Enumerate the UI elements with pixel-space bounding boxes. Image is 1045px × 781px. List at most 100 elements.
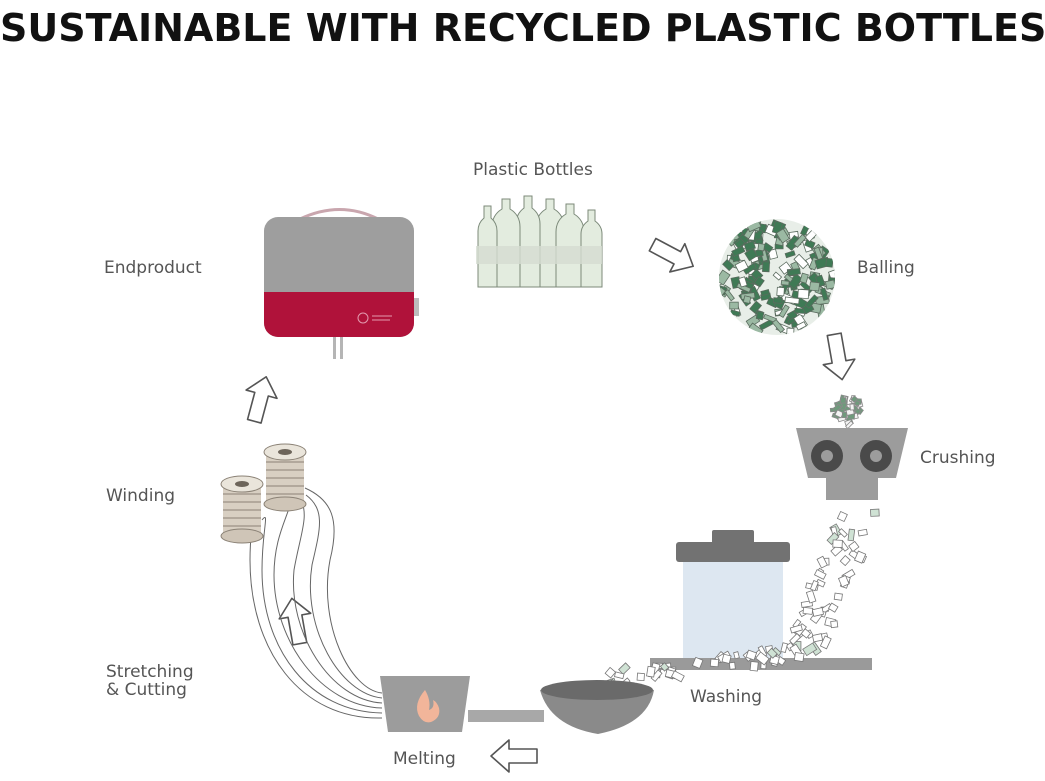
label-endproduct: Endproduct [104, 258, 202, 278]
plastic-flake [729, 301, 739, 310]
plastic-flake [749, 661, 759, 672]
plastic-flake [850, 395, 858, 403]
plastic-flake [778, 304, 790, 318]
plastic-flake [780, 279, 790, 286]
plastic-flake [802, 642, 818, 657]
plastic-flake [849, 403, 855, 411]
plastic-flake [786, 327, 795, 335]
plastic-flake [757, 242, 766, 252]
plastic-flake [733, 651, 740, 660]
label-washing: Washing [690, 687, 763, 707]
plastic-flake [776, 286, 785, 297]
plastic-flake [618, 662, 631, 675]
plastic-flake [766, 647, 778, 659]
plastic-flake [788, 267, 801, 277]
plastic-flake [783, 273, 794, 283]
balling-illustration [719, 219, 835, 335]
crushing-machine [796, 394, 908, 500]
plastic-flake [744, 247, 758, 262]
plastic-flake [795, 321, 807, 331]
threads-illustration [243, 487, 383, 719]
plastic-flake [784, 296, 800, 305]
plastic-flake [745, 649, 758, 661]
plastic-flake [830, 620, 839, 629]
plastic-flake [854, 400, 861, 407]
plastic-flake [854, 550, 867, 564]
plastic-flake [809, 579, 819, 592]
plastic-flake [802, 606, 814, 615]
plastic-flake [797, 288, 810, 300]
plastic-flake [650, 669, 663, 682]
arrow-bottles-to-balling [648, 237, 694, 273]
plastic-flake [734, 259, 749, 273]
plastic-flake [809, 281, 821, 292]
plastic-flake [832, 403, 842, 413]
plastic-flake [742, 295, 752, 304]
plastic-flake [636, 672, 645, 682]
plastic-flake [772, 271, 783, 281]
plastic-flake [721, 653, 732, 664]
plastic-flake [758, 319, 774, 331]
plastic-flake [731, 245, 746, 257]
plastic-flake [780, 642, 788, 653]
melting-illustration [380, 676, 654, 734]
plastic-flake [832, 539, 843, 548]
plastic-flake [811, 607, 825, 617]
washing-tank [650, 530, 872, 670]
plastic-bottles-illustration [476, 195, 603, 288]
plastic-flake [841, 411, 847, 418]
plastic-flake [836, 510, 848, 523]
plastic-flake [805, 589, 817, 604]
plastic-flake [813, 246, 824, 261]
plastic-flake [789, 624, 803, 634]
label-stretching-line1: Stretching [106, 662, 194, 682]
plastic-flake [824, 279, 835, 290]
plastic-flake [800, 628, 812, 639]
plastic-flake [753, 276, 765, 288]
label-winding: Winding [106, 486, 176, 506]
plastic-flake [793, 233, 807, 248]
plastic-flake [816, 555, 828, 569]
plastic-flake [755, 651, 770, 666]
plastic-flake [738, 276, 748, 288]
label-crushing: Crushing [920, 448, 996, 468]
plastic-flake [847, 528, 856, 542]
plastic-flake [793, 652, 805, 662]
plastic-flake [760, 289, 771, 297]
plastic-flake [804, 294, 819, 309]
plastic-flake [839, 555, 851, 567]
plastic-flake [775, 228, 790, 244]
plastic-flake [819, 635, 832, 650]
plastic-flake [825, 257, 834, 268]
plastic-flake [814, 274, 826, 288]
plastic-flake [848, 540, 860, 553]
plastic-flake [838, 528, 848, 538]
arrow-balling-to-crushing [822, 332, 856, 381]
spools-illustration [220, 443, 307, 544]
plastic-flake [793, 253, 809, 270]
plastic-flake [742, 262, 757, 275]
plastic-flake [728, 661, 736, 670]
label-plastic-bottles: Plastic Bottles [473, 160, 593, 180]
endproduct-bag [264, 208, 419, 359]
plastic-flake [604, 666, 617, 679]
plastic-flake [845, 420, 854, 430]
plastic-flake [837, 575, 850, 588]
label-balling: Balling [857, 258, 915, 278]
plastic-flake [724, 289, 735, 302]
plastic-flake [799, 272, 809, 284]
plastic-flake [804, 239, 816, 250]
plastic-flake [813, 569, 827, 580]
plastic-flake [772, 297, 783, 304]
page-title: SUSTAINABLE WITH RECYCLED PLASTIC BOTTLE… [0, 6, 1045, 50]
plastic-flake [784, 250, 796, 259]
plastic-flake [614, 671, 625, 680]
plastic-flake [820, 287, 829, 301]
plastic-flake [729, 309, 741, 317]
plastic-flake [789, 633, 802, 646]
plastic-flake [749, 300, 763, 314]
plastic-flake [833, 592, 843, 601]
label-stretching-line2: & Cutting [106, 680, 187, 700]
plastic-flake [722, 258, 735, 272]
